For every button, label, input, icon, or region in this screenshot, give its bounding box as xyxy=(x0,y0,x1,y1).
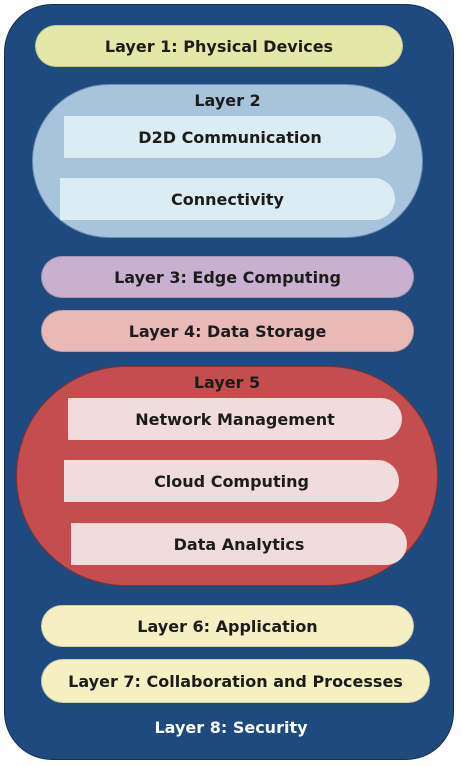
layer-8-security-label: Layer 8: Security xyxy=(154,718,308,737)
layer-1-physical-devices: Layer 1: Physical Devices xyxy=(35,25,403,67)
layer-6-application: Layer 6: Application xyxy=(41,605,414,647)
layer-3-edge-computing: Layer 3: Edge Computing xyxy=(41,256,414,298)
layer-5-cloud-computing: Cloud Computing xyxy=(64,460,399,502)
layer-5-data-analytics: Data Analytics xyxy=(71,523,407,565)
layer-5-network-management: Network Management xyxy=(68,398,402,440)
layer-2-title: Layer 2 xyxy=(194,91,261,110)
layer-4-data-storage: Layer 4: Data Storage xyxy=(41,310,414,352)
layer-7-collaboration-and-processes: Layer 7: Collaboration and Processes xyxy=(41,659,430,703)
layer-2-d2d-communication: D2D Communication xyxy=(64,116,396,158)
layer-5-title: Layer 5 xyxy=(193,373,261,392)
layer-2-connectivity: Connectivity xyxy=(60,178,395,220)
